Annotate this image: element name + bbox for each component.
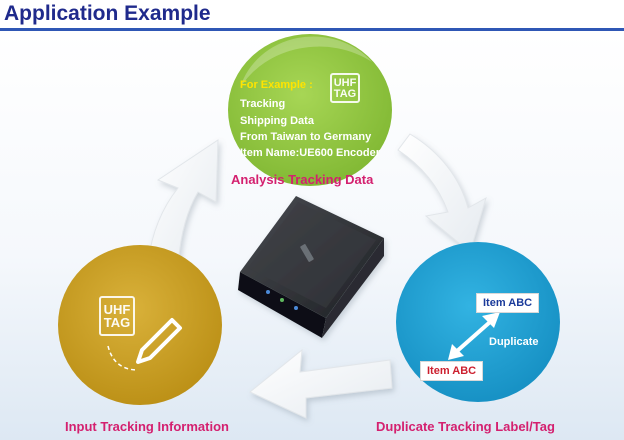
flow-arrow-left-up (147, 139, 219, 267)
duplicate-arrow-label: Duplicate (489, 336, 539, 348)
signature-curve (107, 345, 139, 371)
analysis-label: Analysis Tracking Data (231, 172, 374, 187)
flow-arrow-bottom-left (249, 348, 393, 419)
duplicate-arrowhead-top (482, 312, 500, 328)
input-circle (58, 245, 222, 405)
item-box-top: Item ABC (476, 293, 540, 313)
example-line-shipping: Shipping Data (240, 115, 314, 127)
rfid-reader-device (238, 196, 384, 338)
example-line-tracking: Tracking (240, 98, 286, 110)
analysis-circle (228, 34, 392, 186)
for-example-heading: For Example : (240, 79, 313, 91)
example-line-route: From Taiwan to Germany (240, 131, 372, 143)
duplicate-label: Duplicate Tracking Label/Tag (376, 419, 555, 434)
flow-arrow-top-right (397, 133, 487, 253)
duplicate-arrowhead-bottom (448, 344, 464, 360)
uhf-tag-icon: UHF TAG (330, 73, 360, 103)
example-line-item-name: Item Name:UE600 Encoder (240, 147, 380, 159)
input-label: Input Tracking Information (65, 419, 229, 434)
title-rule (0, 28, 624, 31)
item-box-bottom: Item ABC (420, 361, 484, 381)
page-title: Application Example (4, 2, 211, 25)
pen-icon (136, 318, 182, 364)
analysis-circle-highlight (240, 36, 372, 88)
uhf-tag-icon: UHF TAG (99, 296, 135, 336)
duplicate-arrow-line (454, 320, 492, 354)
